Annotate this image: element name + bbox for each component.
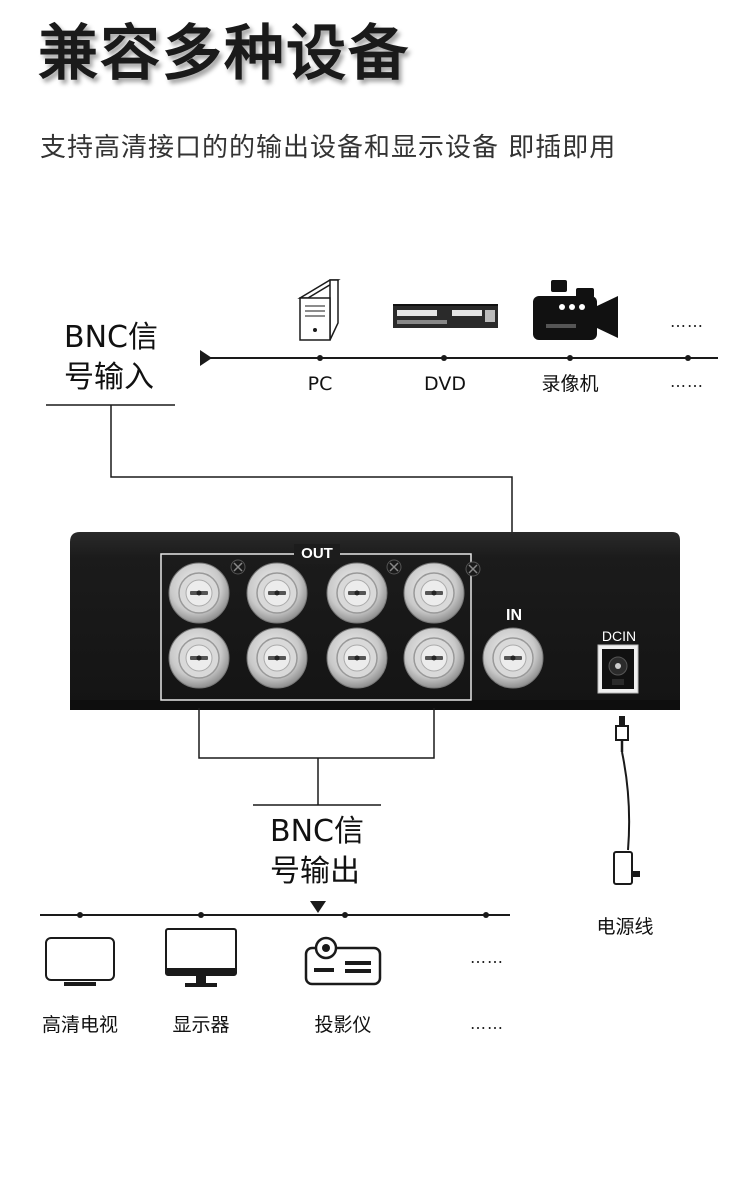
bnc-output-port-6 — [246, 627, 308, 689]
dc-in-label: DCIN — [601, 628, 637, 644]
output-timeline — [40, 901, 510, 918]
dc-input-jack — [597, 644, 639, 694]
pc-tower-icon — [297, 279, 341, 341]
power-cord-label: 电源线 — [596, 916, 654, 938]
device-label-tv: 高清电视 — [41, 1014, 118, 1036]
output-signal-label-line2: 号输出 — [270, 854, 360, 889]
bnc-output-port-5 — [168, 627, 230, 689]
out-ports-label: OUT — [301, 545, 333, 562]
input-timeline — [200, 350, 718, 366]
output-signal-label-line1: BNC信 — [270, 814, 364, 849]
device-label-camcorder: 录像机 — [541, 373, 599, 395]
tv-icon — [45, 937, 115, 986]
device-label-monitor: 显示器 — [172, 1014, 230, 1036]
more-output-devices-top: …… — [470, 948, 504, 967]
more-output-devices-bottom: …… — [470, 1014, 504, 1033]
more-input-devices-bottom: …… — [670, 372, 704, 391]
input-signal-label-line1: BNC信 — [64, 320, 158, 355]
bnc-output-port-8 — [403, 627, 465, 689]
bnc-output-port-2 — [246, 562, 308, 624]
bnc-output-port-3 — [326, 562, 388, 624]
splitter-back-panel — [70, 532, 680, 710]
camcorder-icon — [533, 280, 618, 340]
bnc-output-port-1 — [168, 562, 230, 624]
power-cord — [615, 716, 631, 851]
power-adapter-icon — [613, 851, 640, 885]
bnc-output-port-4 — [403, 562, 465, 624]
dvd-player-icon — [393, 304, 498, 328]
bnc-output-ports — [168, 562, 465, 689]
more-input-devices-top: …… — [670, 312, 704, 331]
in-port-label: IN — [506, 607, 522, 624]
device-label-projector: 投影仪 — [314, 1014, 372, 1036]
projector-icon — [304, 936, 382, 986]
bnc-input-port — [482, 627, 544, 689]
device-label-pc: PC — [307, 373, 333, 395]
output-connector-line — [198, 708, 435, 806]
screw-icons — [230, 559, 481, 577]
page-title: 兼容多种设备 — [38, 19, 410, 89]
input-signal-label-line2: 号输入 — [64, 360, 154, 395]
monitor-icon — [165, 928, 237, 987]
page-subtitle: 支持高清接口的的输出设备和显示设备 即插即用 — [40, 133, 617, 163]
device-label-dvd: DVD — [424, 373, 466, 395]
bnc-output-port-7 — [326, 627, 388, 689]
